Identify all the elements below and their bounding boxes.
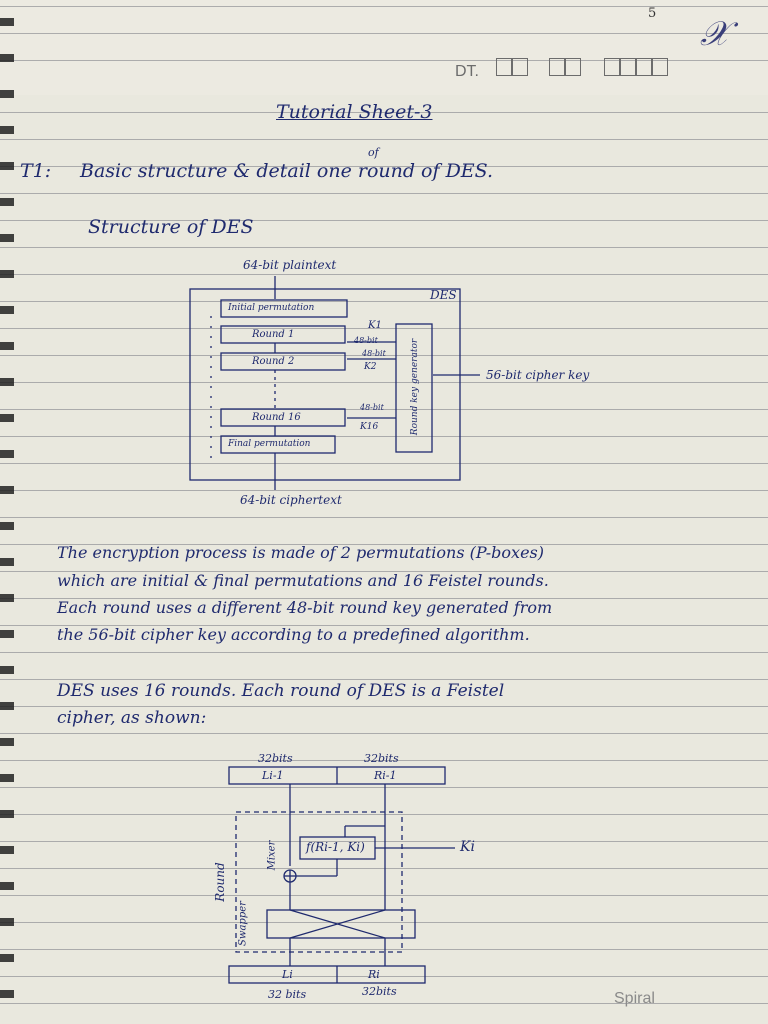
final-permutation-label: Final permutation	[228, 439, 311, 449]
page-number: 5	[648, 6, 657, 21]
question-insert: of	[368, 146, 379, 159]
spiral-binding	[0, 0, 14, 1024]
question-text: Basic structure & detail one round of DE…	[80, 160, 494, 182]
round-1-label: Round 1	[252, 329, 295, 340]
paragraph1-line3: Each round uses a different 48-bit round…	[57, 598, 553, 617]
top-bits-right-label: 32bits	[364, 752, 399, 765]
paragraph2-line2: cipher, as shown:	[57, 708, 207, 728]
round-16-label: Round 16	[252, 412, 301, 423]
bits48-label-c: 48-bit	[360, 403, 384, 412]
sheet-title: Tutorial Sheet-3	[276, 101, 433, 123]
cipher-key-label: 56-bit cipher key	[486, 368, 590, 382]
left-output-label: Li	[282, 968, 293, 981]
k1-label: K1	[368, 320, 382, 331]
ciphertext-label: 64-bit ciphertext	[240, 493, 342, 507]
des-box-label: DES	[430, 288, 457, 302]
date-label: DT.	[455, 63, 479, 80]
bits48-label-b: 48-bit	[362, 349, 386, 358]
bottom-bits-left-label: 32 bits	[268, 988, 307, 1001]
corner-mark: 𝒳	[700, 14, 730, 54]
plaintext-label: 64-bit plaintext	[243, 258, 337, 272]
spiral-brand: Spiral	[614, 990, 655, 1007]
round-key-label: Ki	[460, 839, 475, 855]
paragraph1-line1: The encryption process is made of 2 perm…	[57, 543, 544, 562]
bits48-label-a: 48-bit	[354, 336, 378, 345]
paragraph1-line2: which are initial & final permutations a…	[57, 571, 549, 590]
k16-label: K16	[360, 422, 379, 432]
paragraph2-line1: DES uses 16 rounds. Each round of DES is…	[57, 681, 505, 701]
question-label: T1:	[20, 160, 52, 182]
section-heading: Structure of DES	[88, 216, 254, 238]
bottom-bits-right-label: 32bits	[362, 985, 397, 998]
paragraph1-line4: the 56-bit cipher key according to a pre…	[57, 625, 530, 644]
right-input-label: Ri-1	[374, 769, 397, 782]
right-output-label: Ri	[368, 968, 380, 981]
round-2-label: Round 2	[252, 356, 295, 367]
left-input-label: Li-1	[262, 769, 284, 782]
function-label: f(Ri-1, Ki)	[306, 840, 365, 854]
initial-permutation-label: Initial permutation	[228, 303, 315, 313]
round-side-label: Round	[213, 862, 227, 902]
k2-label: K2	[364, 362, 377, 372]
swapper-label: Swapper	[237, 901, 249, 946]
mixer-label: Mixer	[266, 840, 278, 871]
top-bits-left-label: 32bits	[258, 752, 293, 765]
